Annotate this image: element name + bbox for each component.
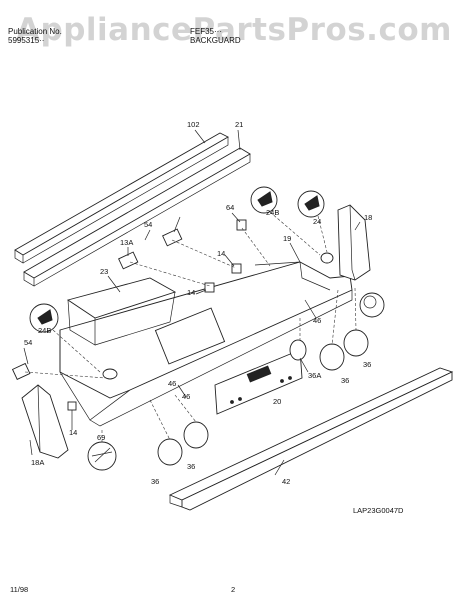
part-label: 36 bbox=[151, 477, 159, 486]
part-label: 54 bbox=[24, 338, 32, 347]
detail-callouts bbox=[29, 186, 334, 471]
trim-rail-21 bbox=[23, 147, 251, 287]
knobs bbox=[157, 292, 385, 466]
watermark: AppliancePartsPros.com bbox=[16, 12, 452, 48]
model-title: FEF35··· bbox=[190, 27, 222, 36]
part-label: 20 bbox=[273, 397, 281, 406]
part-label: 42 bbox=[282, 477, 290, 486]
part-label: 46 bbox=[313, 316, 321, 325]
part-label: 36 bbox=[363, 360, 371, 369]
part-label: 14 bbox=[187, 288, 195, 297]
part-label: 46 bbox=[182, 392, 190, 401]
part-label: 24B bbox=[266, 208, 279, 217]
part-label: 36 bbox=[341, 376, 349, 385]
part-label: 24B bbox=[38, 326, 51, 335]
part-label: 69 bbox=[97, 433, 105, 442]
lower-rail-42 bbox=[168, 367, 454, 511]
part-label: 64 bbox=[226, 203, 234, 212]
part-label: 36 bbox=[187, 462, 195, 471]
bracket-23 bbox=[66, 277, 177, 346]
part-label: 46 bbox=[168, 379, 176, 388]
callout-leaders bbox=[23, 129, 361, 476]
part-labels: 102 21 64 24B 24 18 54 13A 14 19 23 14 4… bbox=[24, 120, 372, 486]
section-title: BACKGUARD bbox=[190, 36, 241, 45]
end-cap-18a bbox=[21, 384, 69, 459]
clock-timer-20 bbox=[214, 349, 303, 415]
part-label: 36A bbox=[308, 371, 321, 380]
part-label: 18 bbox=[364, 213, 372, 222]
assembly-lines bbox=[24, 211, 357, 442]
diagram-code: LAP23G0047D bbox=[353, 506, 404, 515]
part-label: 13A bbox=[120, 238, 133, 247]
footer-date: 11/98 bbox=[10, 585, 28, 594]
part-label: 14 bbox=[217, 249, 225, 258]
part-label: 21 bbox=[235, 120, 243, 129]
switches bbox=[11, 219, 247, 411]
publication-label: Publication No. bbox=[8, 27, 62, 36]
part-label: 18A bbox=[31, 458, 44, 467]
part-label: 54 bbox=[144, 220, 152, 229]
part-label: 19 bbox=[283, 234, 291, 243]
display-window bbox=[154, 307, 226, 365]
publication-number: 5995315·· bbox=[8, 36, 45, 45]
part-label: 102 bbox=[187, 120, 200, 129]
part-label: 23 bbox=[100, 267, 108, 276]
part-label: 14 bbox=[69, 428, 77, 437]
trim-rail-102 bbox=[14, 132, 229, 264]
page-number: 2 bbox=[231, 585, 235, 594]
part-label: 24 bbox=[313, 217, 321, 226]
end-cap-18 bbox=[337, 204, 371, 281]
